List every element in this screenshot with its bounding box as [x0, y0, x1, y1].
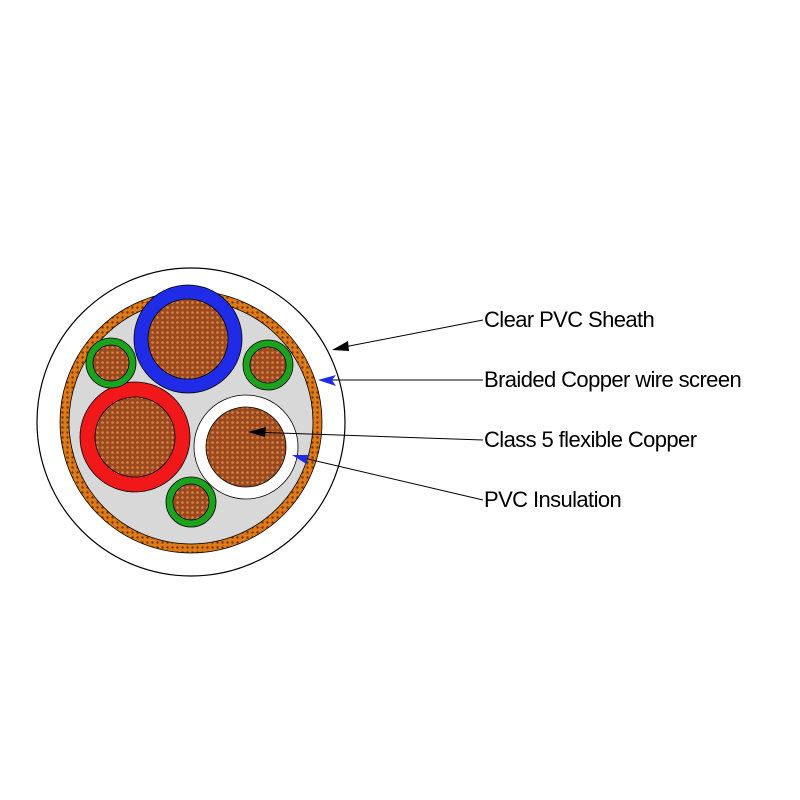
earth-core-bottom-conductor — [172, 483, 210, 521]
leader-conductor-arrowhead — [248, 427, 266, 437]
core-red-conductor — [94, 396, 176, 478]
leader-sheath-line — [338, 319, 484, 349]
leader-insulation — [292, 455, 484, 501]
leader-screen-arrowhead — [318, 375, 336, 386]
label-clear-pvc-sheath: Clear PVC Sheath — [484, 307, 654, 332]
core-blue — [133, 284, 243, 394]
leader-conductor — [248, 427, 484, 441]
label-braided-copper-screen: Braided Copper wire screen — [484, 367, 741, 392]
earth-core-left-conductor — [92, 344, 130, 382]
leader-sheath-arrowhead — [332, 341, 349, 351]
earth-core-right-conductor — [249, 346, 287, 384]
earth-core-bottom — [165, 476, 217, 528]
leader-insulation-line — [294, 455, 484, 501]
earth-core-left — [85, 337, 137, 389]
label-pvc-insulation: PVC Insulation — [484, 487, 621, 512]
leader-screen — [318, 375, 483, 386]
core-blue-conductor — [147, 298, 229, 380]
earth-core-right — [242, 339, 294, 391]
core-white — [193, 394, 299, 500]
core-red — [79, 381, 191, 493]
label-class5-flexible-copper: Class 5 flexible Copper — [484, 427, 697, 452]
core-white-conductor — [205, 406, 287, 488]
leader-sheath — [332, 319, 484, 351]
leader-conductor-line — [251, 431, 484, 441]
leader-insulation-arrowhead — [292, 455, 310, 465]
